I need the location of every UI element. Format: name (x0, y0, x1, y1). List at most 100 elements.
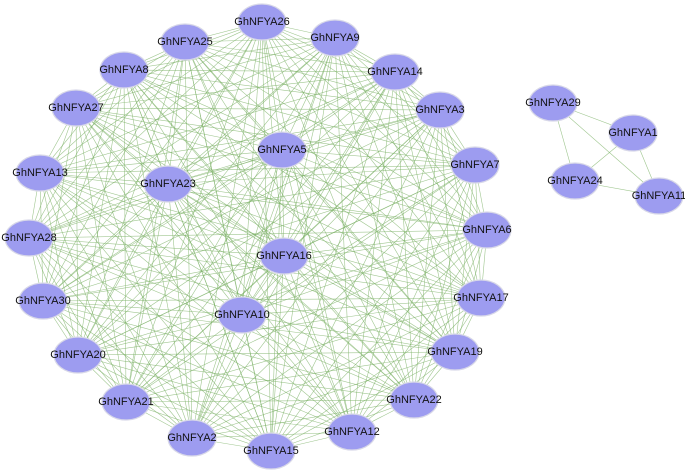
node-GhNFYA3[interactable]: GhNFYA3 (415, 91, 465, 129)
edge-GhNFYA17-GhNFYA15 (270, 297, 482, 452)
edge-GhNFYA19-GhNFYA21 (125, 351, 456, 403)
node-GhNFYA16[interactable]: GhNFYA16 (256, 237, 312, 275)
node-label: GhNFYA30 (15, 295, 70, 307)
node-GhNFYA27[interactable]: GhNFYA27 (48, 89, 104, 127)
node-GhNFYA30[interactable]: GhNFYA30 (15, 282, 71, 320)
node-GhNFYA6[interactable]: GhNFYA6 (462, 211, 512, 249)
node-label: GhNFYA27 (48, 102, 103, 114)
edge-GhNFYA13-GhNFYA25 (39, 41, 186, 174)
edge-GhNFYA17-GhNFYA8 (123, 69, 482, 299)
edge-GhNFYA3-GhNFYA20 (77, 109, 441, 356)
node-GhNFYA21[interactable]: GhNFYA21 (98, 383, 154, 421)
node-GhNFYA9[interactable]: GhNFYA9 (310, 19, 360, 57)
edge-GhNFYA30-GhNFYA25 (42, 41, 186, 302)
edge-GhNFYA6-GhNFYA25 (184, 41, 488, 231)
node-shape (18, 282, 68, 320)
node-GhNFYA15[interactable]: GhNFYA15 (243, 432, 299, 470)
node-GhNFYA11[interactable]: GhNFYA11 (632, 177, 685, 215)
edge-GhNFYA12-GhNFYA25 (184, 41, 353, 433)
edge-GhNFYA14-GhNFYA30 (42, 71, 396, 302)
node-label: GhNFYA3 (415, 104, 464, 116)
edge-GhNFYA9-GhNFYA30 (42, 37, 336, 302)
node-label: GhNFYA16 (256, 250, 311, 262)
edge-GhNFYA14-GhNFYA28 (28, 71, 396, 239)
node-shape (51, 89, 101, 127)
edge-GhNFYA6-GhNFYA20 (77, 229, 488, 356)
edge-GhNFYA3-GhNFYA22 (413, 109, 441, 401)
edge-GhNFYA7-GhNFYA25 (184, 41, 476, 166)
edge-GhNFYA3-GhNFYA17 (439, 109, 482, 299)
node-label: GhNFYA19 (427, 346, 482, 358)
edge-GhNFYA21-GhNFYA23 (125, 183, 169, 403)
edge-GhNFYA26-GhNFYA7 (261, 21, 476, 166)
edge-GhNFYA2-GhNFYA16 (191, 255, 285, 439)
node-GhNFYA29[interactable]: GhNFYA29 (525, 84, 581, 122)
edge-GhNFYA7-GhNFYA22 (413, 164, 476, 401)
node-shape (450, 146, 500, 184)
edge-GhNFYA22-GhNFYA30 (42, 300, 415, 401)
node-GhNFYA2[interactable]: GhNFYA2 (167, 419, 217, 457)
node-GhNFYA25[interactable]: GhNFYA25 (157, 23, 213, 61)
node-GhNFYA13[interactable]: GhNFYA13 (12, 154, 68, 192)
edge-GhNFYA15-GhNFYA10 (241, 314, 272, 452)
node-GhNFYA19[interactable]: GhNFYA19 (427, 333, 483, 371)
edge-GhNFYA7-GhNFYA5 (281, 149, 476, 166)
node-GhNFYA8[interactable]: GhNFYA8 (99, 51, 149, 89)
node-label: GhNFYA29 (525, 97, 580, 109)
node-GhNFYA10[interactable]: GhNFYA10 (214, 296, 270, 334)
edge-GhNFYA26-GhNFYA30 (42, 21, 263, 302)
node-GhNFYA26[interactable]: GhNFYA26 (234, 3, 290, 41)
edge-GhNFYA20-GhNFYA5 (77, 149, 283, 356)
edge-GhNFYA30-GhNFYA10 (42, 300, 243, 316)
edge-GhNFYA30-GhNFYA8 (42, 69, 125, 302)
node-shape (327, 413, 377, 451)
node-shape (550, 162, 600, 200)
edge-GhNFYA28-GhNFYA23 (28, 183, 169, 239)
node-label: GhNFYA6 (462, 224, 511, 236)
edge-GhNFYA20-GhNFYA10 (77, 314, 243, 356)
edge-GhNFYA12-GhNFYA21 (125, 401, 353, 433)
node-label: GhNFYA15 (243, 445, 298, 457)
node-GhNFYA28[interactable]: GhNFYA28 (1, 219, 57, 257)
node-shape (430, 333, 480, 371)
edge-GhNFYA23-GhNFYA16 (167, 183, 285, 257)
node-label: GhNFYA20 (50, 349, 105, 361)
node-GhNFYA22[interactable]: GhNFYA22 (386, 381, 442, 419)
node-GhNFYA5[interactable]: GhNFYA5 (257, 131, 307, 169)
node-label: GhNFYA2 (167, 432, 216, 444)
edge-GhNFYA15-GhNFYA13 (39, 172, 272, 452)
edge-GhNFYA14-GhNFYA12 (351, 71, 396, 433)
edge-GhNFYA23-GhNFYA10 (167, 183, 243, 316)
node-shape (167, 419, 217, 457)
node-GhNFYA14[interactable]: GhNFYA14 (367, 53, 423, 91)
edge-GhNFYA3-GhNFYA30 (42, 109, 441, 302)
node-shape (53, 336, 103, 374)
edge-GhNFYA26-GhNFYA19 (261, 21, 456, 353)
edge-GhNFYA2-GhNFYA27 (75, 107, 193, 439)
edge-GhNFYA19-GhNFYA25 (184, 41, 456, 353)
edge-GhNFYA26-GhNFYA12 (261, 21, 353, 433)
node-shape (101, 383, 151, 421)
node-GhNFYA12[interactable]: GhNFYA12 (324, 413, 380, 451)
node-GhNFYA24[interactable]: GhNFYA24 (547, 162, 603, 200)
edge-GhNFYA6-GhNFYA10 (241, 229, 488, 316)
edge-GhNFYA7-GhNFYA2 (191, 164, 476, 439)
node-GhNFYA23[interactable]: GhNFYA23 (140, 165, 196, 203)
node-GhNFYA20[interactable]: GhNFYA20 (50, 336, 106, 374)
edge-GhNFYA9-GhNFYA17 (334, 37, 482, 299)
edge-GhNFYA12-GhNFYA20 (77, 354, 353, 433)
node-shape (143, 165, 193, 203)
node-shape (370, 53, 420, 91)
edge-GhNFYA26-GhNFYA27 (75, 21, 263, 109)
edge-GhNFYA22-GhNFYA10 (241, 314, 415, 401)
edge-GhNFYA17-GhNFYA21 (125, 297, 482, 403)
edge-GhNFYA19-GhNFYA2 (191, 351, 456, 439)
edge-GhNFYA28-GhNFYA8 (28, 69, 125, 239)
node-label: GhNFYA22 (386, 394, 441, 406)
node-GhNFYA17[interactable]: GhNFYA17 (453, 279, 509, 317)
node-label: GhNFYA17 (453, 292, 508, 304)
node-GhNFYA1[interactable]: GhNFYA1 (608, 114, 658, 152)
edge-GhNFYA19-GhNFYA15 (270, 351, 456, 452)
node-GhNFYA7[interactable]: GhNFYA7 (450, 146, 500, 184)
edge-GhNFYA9-GhNFYA12 (334, 37, 353, 433)
